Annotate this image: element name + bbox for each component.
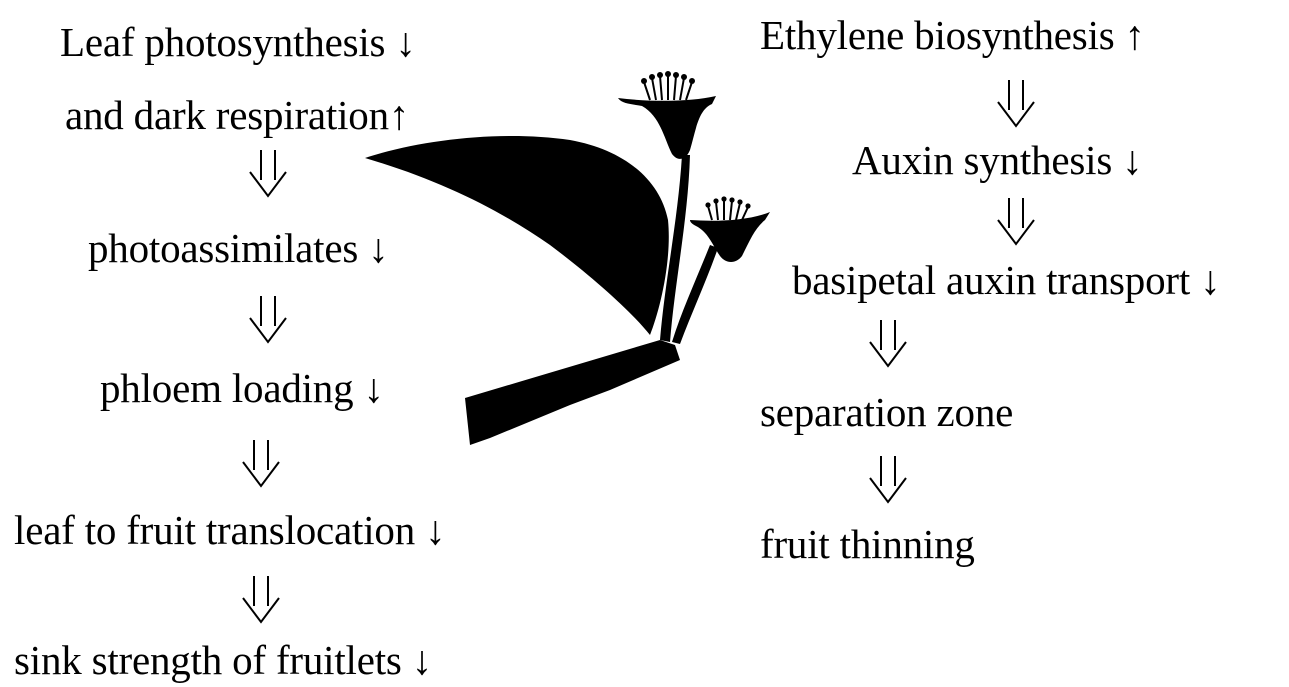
hollow-double-down-arrow-icon: [866, 456, 910, 504]
hollow-double-down-arrow-icon: [239, 440, 283, 488]
hollow-double-down-arrow-icon: [246, 296, 290, 344]
hollow-double-down-arrow-icon: [994, 198, 1038, 246]
hollow-double-down-arrow-icon: [246, 150, 290, 198]
hollow-double-down-arrow-icon: [994, 80, 1038, 128]
hollow-double-down-arrow-icon: [239, 576, 283, 624]
right-step1: Ethylene biosynthesis ↑: [760, 15, 1145, 56]
left-step2: photoassimilates ↓: [88, 228, 388, 269]
left-step1-line2: and dark respiration↑: [65, 95, 409, 136]
right-step3: basipetal auxin transport ↓: [792, 260, 1220, 301]
left-step4: leaf to fruit translocation ↓: [14, 510, 445, 551]
right-step5: fruit thinning: [760, 524, 975, 565]
left-step1-line1: Leaf photosynthesis ↓: [60, 22, 416, 63]
hollow-double-down-arrow-icon: [866, 320, 910, 368]
right-step4: separation zone: [760, 392, 1013, 433]
left-step5: sink strength of fruitlets ↓: [14, 640, 432, 681]
right-step2: Auxin synthesis ↓: [852, 140, 1142, 181]
fruit-spur-illustration: [360, 60, 790, 460]
left-step3: phloem loading ↓: [100, 368, 384, 409]
